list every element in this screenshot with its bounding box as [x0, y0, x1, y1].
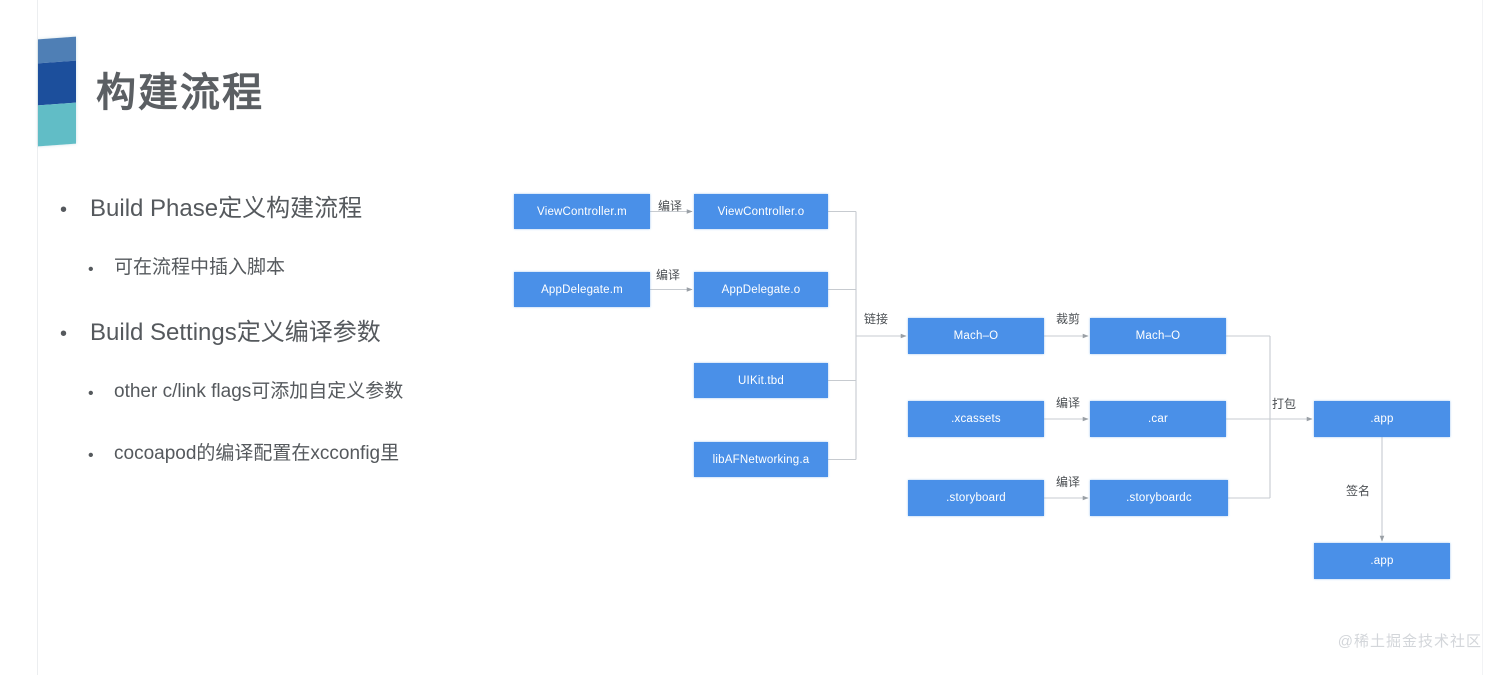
diagram-node-macho-linked: Mach–O — [908, 318, 1044, 354]
diagram-node-car: .car — [1090, 401, 1226, 437]
diagram-node-viewcontroller-o: ViewController.o — [694, 194, 828, 229]
bullet-text: cocoapod的编译配置在xcconfig里 — [114, 443, 400, 464]
watermark: @稀土掘金技术社区 — [1337, 633, 1482, 650]
edge-label-compile-ad: 编译 — [656, 268, 681, 282]
page-title: 构建流程 — [96, 71, 264, 115]
diagram-node-libafnetworking-a: libAFNetworking.a — [694, 442, 828, 477]
edge-label-compile-asset: 编译 — [1056, 396, 1081, 410]
slide-right-rule — [1482, 0, 1483, 675]
bullet-item: • other c/link flags可添加自定义参数 — [60, 381, 490, 444]
edge-label-sign: 签名 — [1346, 484, 1371, 498]
bullet-marker-icon: • — [60, 199, 68, 221]
edge-label-link: 链接 — [864, 312, 889, 326]
diagram-node-app-signed: .app — [1314, 543, 1450, 579]
bullet-marker-icon: • — [88, 385, 94, 402]
bullet-marker-icon: • — [88, 261, 94, 278]
diagram-node-storyboard: .storyboard — [908, 480, 1044, 516]
bullet-text: other c/link flags可添加自定义参数 — [114, 381, 404, 402]
bullet-item: • Build Settings定义编译参数 — [60, 319, 490, 382]
bullet-text: Build Phase定义构建流程 — [90, 195, 363, 222]
edge-label-compile-sb: 编译 — [1056, 475, 1081, 489]
edge-label-strip: 裁剪 — [1056, 312, 1081, 326]
slide-left-rule — [37, 0, 38, 675]
edge-label-package: 打包 — [1272, 397, 1297, 411]
bullet-item: • cocoapod的编译配置在xcconfig里 — [60, 443, 490, 506]
edge-label-compile-vc: 编译 — [658, 199, 683, 213]
slide-header: 构建流程 — [38, 36, 498, 148]
diagram-node-app-packed: .app — [1314, 401, 1450, 437]
diagram-node-macho-stripped: Mach–O — [1090, 318, 1226, 354]
bullet-text: Build Settings定义编译参数 — [90, 319, 381, 346]
bullet-item: • 可在流程中插入脚本 — [60, 257, 490, 320]
bullet-text: 可在流程中插入脚本 — [114, 257, 286, 278]
bullet-item: • Build Phase定义构建流程 — [60, 195, 490, 258]
diagram-node-xcassets: .xcassets — [908, 401, 1044, 437]
bullet-marker-icon: • — [60, 323, 68, 345]
diagram-node-uikit-tbd: UIKit.tbd — [694, 363, 828, 398]
diagram-node-storyboardc: .storyboardc — [1090, 480, 1228, 516]
bullet-marker-icon: • — [88, 447, 94, 464]
diagram-node-viewcontroller-m: ViewController.m — [514, 194, 650, 229]
diagram-node-appdelegate-o: AppDelegate.o — [694, 272, 828, 307]
bullet-list: • Build Phase定义构建流程 • 可在流程中插入脚本 • Build Setti… — [60, 195, 490, 506]
diagram-node-appdelegate-m: AppDelegate.m — [514, 272, 650, 307]
